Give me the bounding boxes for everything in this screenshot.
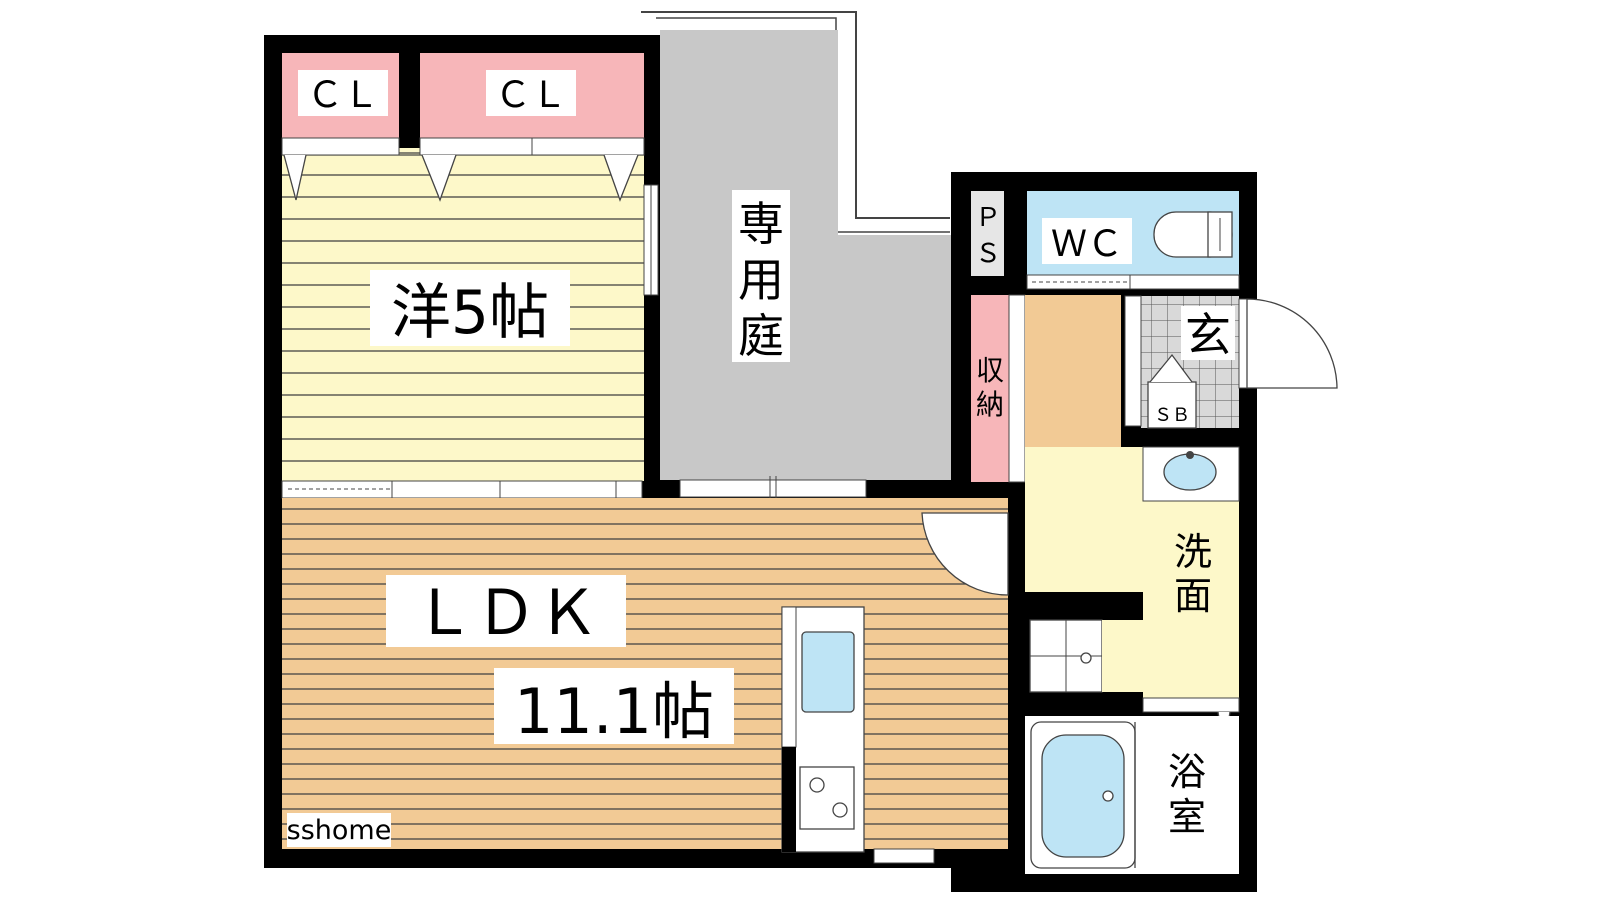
garden-label-1: 専 [738, 197, 784, 251]
front-door [1238, 298, 1248, 389]
watermark: sshome [287, 815, 392, 846]
wash-basin [1163, 453, 1217, 491]
closet-left-label: ＣＬ [307, 75, 379, 116]
bathroom-label-1: 浴 [1168, 750, 1206, 794]
garden-outline [641, 11, 950, 219]
ldk-size-label: 11.1帖 [514, 675, 714, 748]
bathtub [1041, 734, 1125, 858]
burner-icon [809, 777, 825, 793]
gas-stove [799, 766, 855, 830]
kitchen-sink [801, 631, 855, 713]
ps-label-2: Ｓ [975, 239, 1001, 269]
storage-label-1: 収 [976, 354, 1004, 387]
washroom-label-2: 面 [1174, 574, 1212, 618]
garden-label-3: 庭 [738, 309, 784, 363]
storage-closet [971, 295, 1009, 482]
wc-label: ＷＣ [1051, 224, 1123, 265]
ps-label-1: Ｐ [975, 203, 1001, 233]
entrance-label: 玄 [1185, 308, 1231, 362]
ldk-label: ＬＤＫ [413, 576, 599, 649]
washroom-label-1: 洗 [1174, 530, 1212, 574]
pipe-space [971, 191, 1004, 276]
bathroom-label-2: 室 [1168, 795, 1206, 839]
storage-label-2: 納 [976, 388, 1004, 421]
closet-right-label: ＣＬ [495, 75, 567, 116]
western-room-label: 洋5帖 [391, 278, 549, 348]
garden-label-2: 用 [738, 253, 784, 307]
private-garden [660, 30, 951, 480]
shoe-box-label: ＳＢ [1154, 405, 1190, 426]
